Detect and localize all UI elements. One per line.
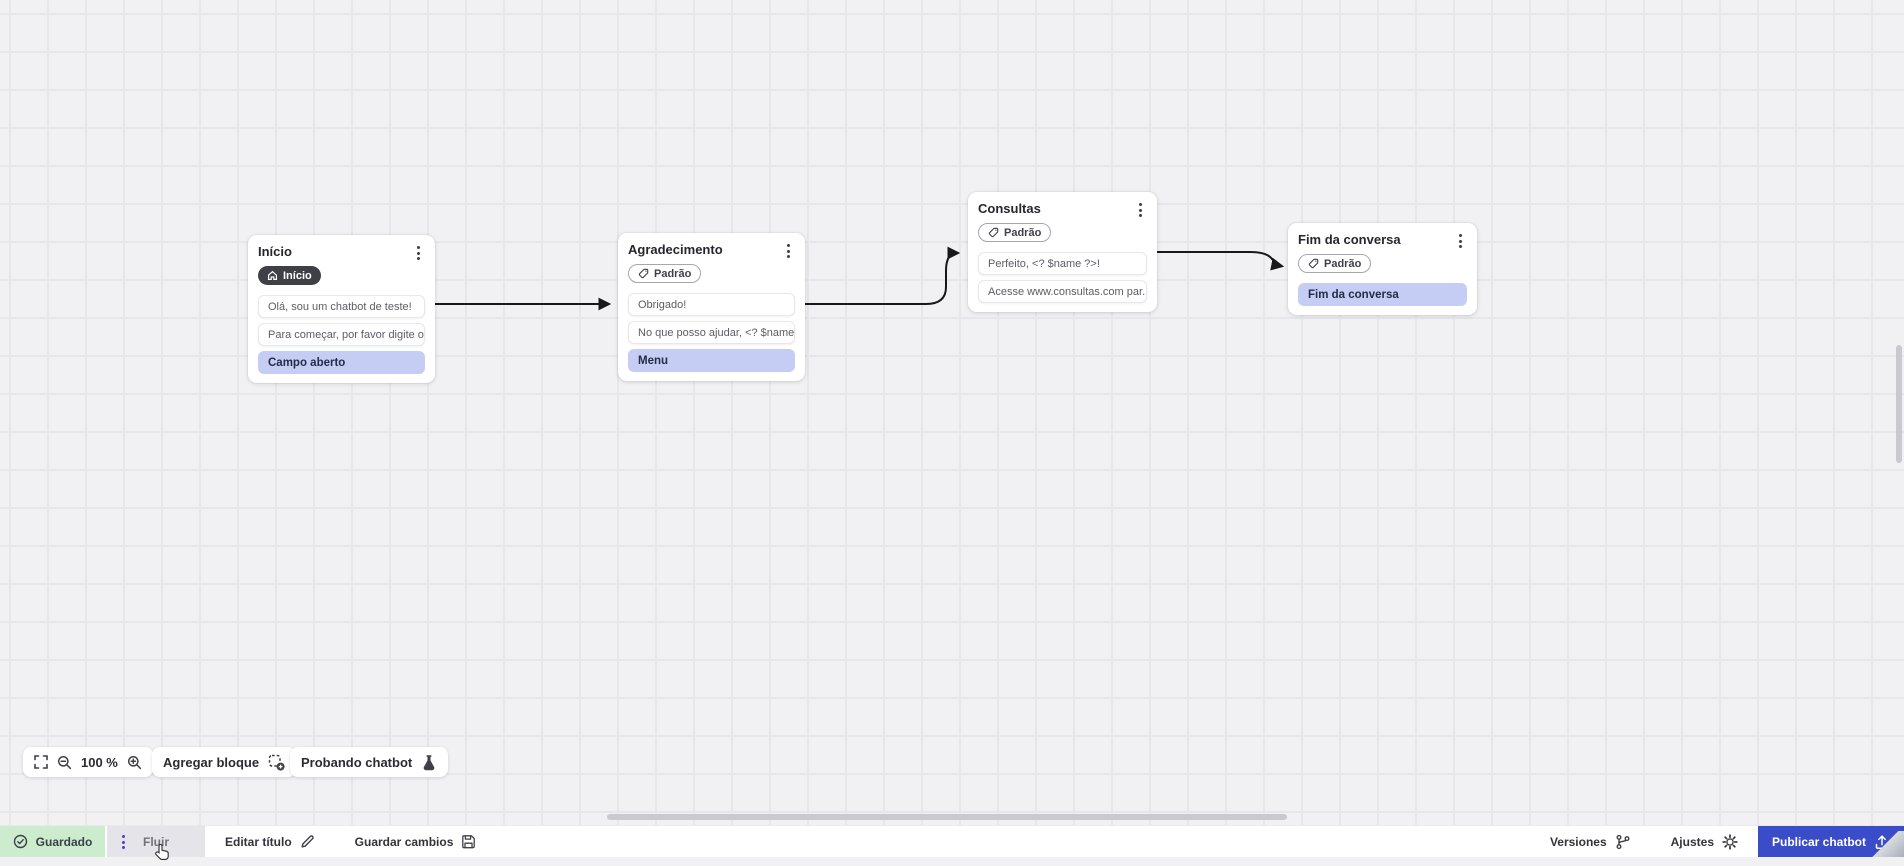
fullscreen-icon[interactable] [34,755,48,769]
node-action-row[interactable]: Fim da conversa [1298,283,1467,306]
tag-icon [1308,258,1319,269]
edit-title-button[interactable]: Editar título [205,826,335,857]
node-menu-button[interactable] [1134,201,1147,219]
node-badge: Início [258,266,321,285]
tab-flow[interactable]: Fluir [107,826,205,857]
node-badge: Padrão [978,223,1052,242]
floppy-disk-icon [461,834,476,849]
node-message-row[interactable]: Acesse www.consultas.com par... [978,280,1147,303]
horizontal-scrollbar[interactable] [607,814,1287,820]
flow-node-inicio[interactable]: Início Início Olá, sou um chatbot de tes… [248,235,435,383]
save-changes-button[interactable]: Guardar cambios [335,826,497,857]
home-icon [267,270,278,281]
git-branch-icon [1615,834,1631,850]
publish-chatbot-button[interactable]: Publicar chatbot [1758,826,1904,857]
node-title: Consultas [978,201,1041,216]
flow-canvas[interactable]: Início Início Olá, sou um chatbot de tes… [0,0,1904,826]
statusbar-spacer [496,826,1530,857]
node-menu-button[interactable] [412,244,425,262]
zoom-out-icon[interactable] [57,755,72,770]
saved-status-badge: Guardado [0,826,105,857]
node-badge: Padrão [628,264,702,283]
flow-options-kebab-icon[interactable] [117,833,130,851]
zoom-toolbar: 100 % [23,747,153,777]
flow-node-consultas[interactable]: Consultas Padrão Perfeito, <? $name ?>! … [968,192,1157,312]
gear-icon [1722,833,1738,850]
flow-node-agradecimento[interactable]: Agradecimento Padrão Obrigado! No que po… [618,233,805,381]
node-message-row[interactable]: Perfeito, <? $name ?>! [978,252,1147,275]
test-chatbot-button[interactable]: Probando chatbot [290,747,449,777]
pencil-icon [300,834,315,849]
wire-consultas-fim[interactable] [1157,251,1285,271]
node-message-row[interactable]: No que posso ajudar, <? $name ... [628,321,795,344]
node-menu-button[interactable] [782,242,795,260]
tag-icon [638,268,649,279]
settings-button[interactable]: Ajustes [1651,826,1758,857]
tag-icon [988,227,999,238]
node-title: Início [258,244,292,259]
connection-arrows [435,246,1285,311]
vertical-scrollbar[interactable] [1896,345,1902,463]
wire-agradecimento-consultas[interactable] [805,246,961,305]
screen-corner-fold [1868,831,1904,857]
node-title: Fim da conversa [1298,232,1401,247]
versions-button[interactable]: Versiones [1530,826,1651,857]
circle-check-icon [13,834,28,849]
status-bar: Guardado Fluir Editar título Guardar cam… [0,826,1904,857]
node-message-row[interactable]: Obrigado! [628,293,795,316]
flow-node-fim-da-conversa[interactable]: Fim da conversa Padrão Fim da conversa [1288,223,1477,315]
node-badge: Padrão [1298,254,1372,273]
flask-icon [421,754,437,771]
zoom-in-icon[interactable] [127,755,142,770]
node-message-row[interactable]: Olá, sou um chatbot de teste! [258,295,425,318]
add-block-icon [268,754,285,771]
node-action-row[interactable]: Menu [628,349,795,372]
node-menu-button[interactable] [1454,232,1467,250]
zoom-level: 100 % [81,754,118,770]
node-action-row[interactable]: Campo aberto [258,351,425,374]
add-block-button[interactable]: Agregar bloque [152,747,297,777]
node-title: Agradecimento [628,242,723,257]
node-message-row[interactable]: Para começar, por favor digite o ... [258,323,425,346]
